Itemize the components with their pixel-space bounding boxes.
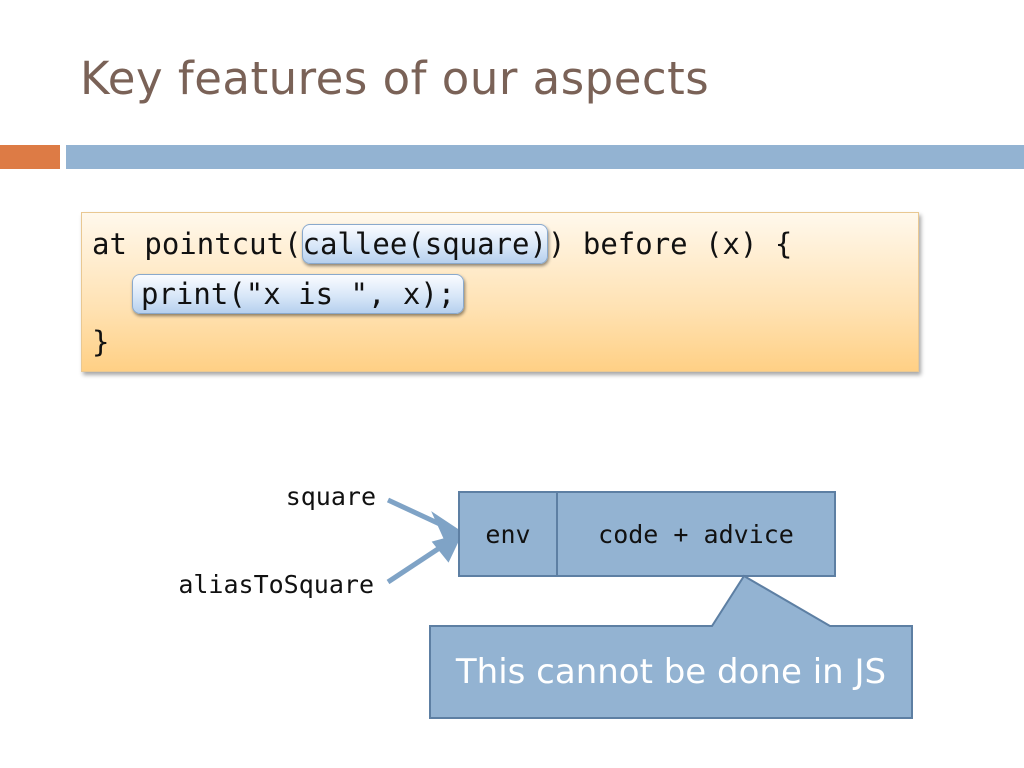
arrow-square bbox=[386, 497, 463, 542]
code-line-1: at pointcut(callee(square)) before (x) { bbox=[92, 223, 792, 265]
arrow-alias bbox=[386, 533, 463, 585]
slide-title: Key features of our aspects bbox=[80, 52, 710, 105]
code-line-1-suffix: ) before (x) { bbox=[547, 227, 793, 261]
label-alias-to-square: aliasToSquare bbox=[178, 570, 374, 599]
code-line-2: print("x is ", x); bbox=[132, 273, 465, 315]
code-block: at pointcut(callee(square)) before (x) {… bbox=[81, 212, 919, 372]
advice-highlight: print("x is ", x); bbox=[132, 274, 465, 314]
code-line-3: } bbox=[92, 325, 110, 359]
callout-text: This cannot be done in JS bbox=[455, 652, 887, 692]
code-advice-cell: code + advice bbox=[598, 519, 794, 549]
pointcut-highlight: callee(square) bbox=[301, 224, 548, 264]
closure-box: env code + advice bbox=[458, 491, 836, 577]
env-cell: env bbox=[460, 493, 558, 575]
label-square: square bbox=[285, 482, 376, 511]
code-line-1-prefix: at pointcut( bbox=[92, 227, 302, 261]
accent-bar-orange bbox=[0, 145, 60, 169]
accent-bar-blue bbox=[66, 145, 1024, 169]
